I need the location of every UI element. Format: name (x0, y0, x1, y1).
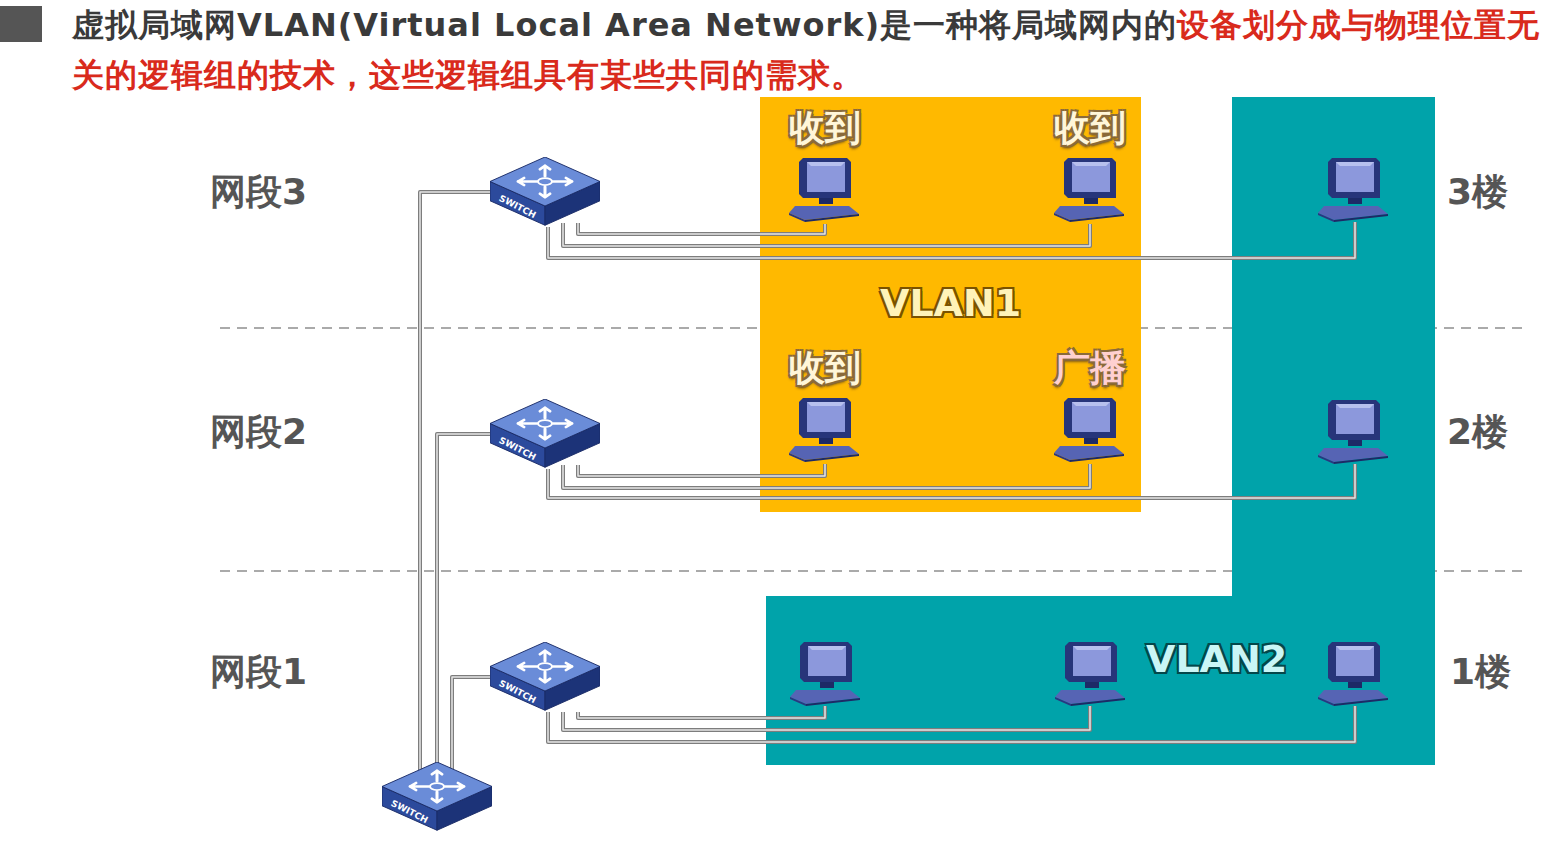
title-text: 虚拟局域网VLAN(Virtual Local Area Network)是一种… (72, 6, 1177, 44)
computer-icon (1055, 642, 1125, 706)
cable-connector (452, 677, 490, 776)
vlan-label: VLAN2 (1146, 637, 1287, 681)
vlan-region: VLAN1收到收到收到广播 (760, 97, 1141, 512)
computer-icon (789, 396, 861, 462)
computer-icon (790, 642, 860, 706)
floor-label: 网段2 (210, 408, 307, 457)
cable-connector (437, 434, 490, 776)
computer-node: 收到 (776, 346, 874, 464)
cable (548, 222, 1355, 258)
computer-node: 广播 (1041, 346, 1139, 464)
title-bullet (0, 6, 42, 42)
floor-label: 网段3 (210, 168, 307, 217)
cable-connector (563, 464, 1090, 488)
floor-label: 网段1 (210, 648, 307, 697)
cable-connector (578, 223, 825, 234)
switch-node: SWITCH (490, 157, 600, 227)
computer-icon (1054, 396, 1126, 462)
computer-icon (789, 156, 861, 222)
cable-connector (420, 192, 490, 776)
switch-icon (490, 642, 600, 712)
status-label: 广播 (1041, 346, 1139, 390)
computer-node: 收到 (1041, 106, 1139, 224)
computer-icon (1318, 642, 1388, 706)
switch-icon (382, 762, 492, 832)
floor-label: 1楼 (1450, 648, 1511, 697)
cable (578, 706, 825, 718)
computer-node: 收到 (776, 106, 874, 224)
heading: 虚拟局域网VLAN(Virtual Local Area Network)是一种… (72, 0, 1542, 100)
cable (563, 706, 1090, 730)
status-label: 收到 (1041, 106, 1139, 150)
cable-connector (578, 464, 825, 476)
status-label: 收到 (776, 346, 874, 390)
floor-label: 3楼 (1447, 168, 1508, 217)
switch-node: SWITCH (490, 399, 600, 469)
status-label: 收到 (776, 106, 874, 150)
computer-icon (1318, 158, 1388, 222)
computer-icon (1054, 156, 1126, 222)
switch-icon (490, 157, 600, 227)
cable-connector (563, 223, 1090, 246)
floor-label: 2楼 (1447, 408, 1508, 457)
computer-icon (1318, 400, 1388, 464)
cable (548, 706, 1355, 742)
switch-node: SWITCH (382, 762, 492, 832)
switch-node: SWITCH (490, 642, 600, 712)
vlan-label: VLAN1 (880, 281, 1021, 325)
switch-icon (490, 399, 600, 469)
cable (548, 464, 1355, 498)
